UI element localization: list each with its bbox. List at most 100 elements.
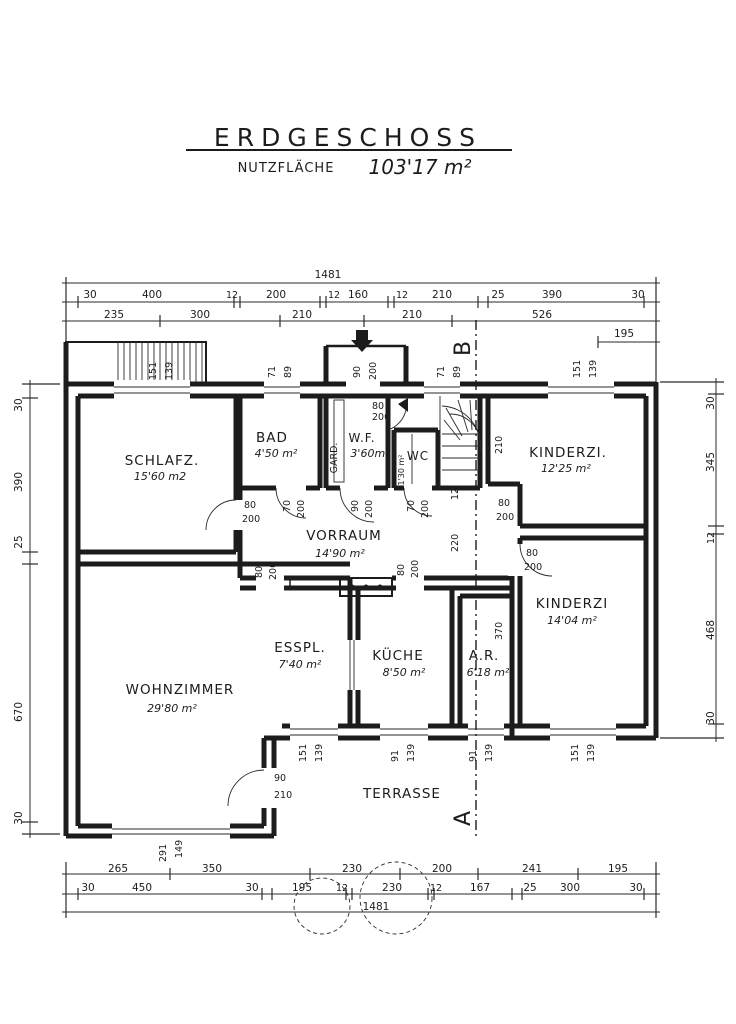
dim-bottom-r2: 195 [292, 882, 312, 894]
dim-bottom-total: 1481 [363, 901, 390, 913]
entrance-steps: 151 139 [63, 341, 207, 386]
door-height: 200 [410, 560, 421, 578]
room-name-wc: WC [407, 449, 429, 463]
door-height: 200 [524, 562, 542, 573]
opening-height: 200 [372, 412, 390, 423]
opening-width: 90 [352, 366, 363, 378]
dim-top-r1: 400 [142, 289, 162, 301]
dim-left: 670 [13, 702, 25, 722]
opening-height: 139 [314, 744, 325, 762]
opening-height: 139 [588, 360, 599, 378]
room-area-kinderzi-2: 14'04 m² [547, 614, 597, 627]
dim-top-r1: 12 [328, 290, 340, 301]
dim-top-extra: 195 [614, 328, 634, 340]
dim-right: 30 [705, 711, 717, 724]
room-area-wohnzimmer: 29'80 m² [147, 702, 197, 715]
opening-width: 151 [570, 744, 581, 762]
door-height: 210 [274, 790, 292, 801]
top-dimensions: 1481 30 400 12 200 12 160 12 210 25 390 … [62, 269, 660, 385]
kinderzi-dimension: 210 [494, 436, 505, 454]
opening-dimensions: 71 89 90 200 71 89 151 139 80 200 80 200… [158, 360, 599, 862]
dim-bottom-r2: 450 [132, 882, 152, 894]
stair-dimension: 12 [450, 488, 461, 500]
dim-bottom-r2: 12 [430, 883, 442, 894]
opening-width: 71 [436, 366, 447, 378]
section-mark-a: A [451, 811, 476, 826]
dim-top-r2: 300 [190, 309, 210, 321]
dim-left: 25 [13, 535, 25, 548]
dim-left: 30 [13, 398, 25, 411]
windows [112, 380, 616, 840]
dim-bottom-r2: 12 [336, 883, 348, 894]
door-height: 200 [420, 500, 431, 518]
door-height: 200 [242, 514, 260, 525]
vorraum-dimension: 220 [450, 534, 461, 552]
opening-height: 89 [283, 366, 294, 378]
dim-top-r1: 200 [266, 289, 286, 301]
door-height: 200 [296, 500, 307, 518]
dim-top-r2: 235 [104, 309, 124, 321]
dim-right: 468 [705, 620, 717, 640]
dim-bottom-r2: 30 [245, 882, 258, 894]
dim-right: 345 [705, 452, 717, 472]
dim-top-r2: 210 [292, 309, 312, 321]
room-name-kinderzi-2: KINDERZI [536, 596, 608, 612]
room-name-kueche: KÜCHE [372, 646, 423, 664]
door-height: 200 [364, 500, 375, 518]
dim-bottom-r1: 200 [432, 863, 452, 875]
dim-top-r1: 160 [348, 289, 368, 301]
dim-bottom-r2: 30 [629, 882, 642, 894]
dim-top-r1: 30 [631, 289, 644, 301]
room-name-schlafz: SCHLAFZ. [125, 453, 200, 469]
dim-bottom-r1: 350 [202, 863, 222, 875]
subtitle-value: 103'17 m² [369, 155, 472, 179]
dim-right: 30 [705, 396, 717, 409]
room-name-vorraum: VORRAUM [306, 528, 382, 544]
plan-title: ERDGESCHOSS [214, 123, 482, 152]
room-name-terrasse: TERRASSE [362, 786, 441, 802]
dim-top-r1: 25 [491, 289, 504, 301]
right-dimensions: 30 345 12 468 30 [660, 378, 724, 742]
opening-width: 91 [390, 750, 401, 762]
dim-bottom-r1: 195 [608, 863, 628, 875]
opening-height: 200 [368, 362, 379, 380]
dim-bottom-r1: 241 [522, 863, 542, 875]
room-labels: SCHLAFZ. 15'60 m2 BAD 4'50 m² GARD. W.F.… [125, 430, 608, 802]
opening-width: 71 [267, 366, 278, 378]
opening-width: 151 [572, 360, 583, 378]
room-area-vorraum: 14'90 m² [315, 547, 365, 560]
dim-top-r1: 210 [432, 289, 452, 301]
room-name-wf: W.F. [348, 431, 375, 445]
opening-height: 139 [164, 362, 175, 380]
door-width: 70 [282, 500, 293, 512]
opening-height: 139 [586, 744, 597, 762]
dim-bottom-r1: 230 [342, 863, 362, 875]
opening-width: 151 [298, 744, 309, 762]
door-height: 200 [496, 512, 514, 523]
room-name-esspl: ESSPL. [274, 640, 326, 656]
section-mark-b: B [451, 341, 476, 356]
door-width: 80 [254, 566, 265, 578]
opening-width: 151 [148, 362, 159, 380]
room-area-bad: 4'50 m² [255, 447, 298, 460]
room-name-gard: GARD. [329, 443, 340, 474]
door-width: 80 [396, 564, 407, 576]
section-line: B A [451, 320, 477, 840]
door-height: 200 [268, 562, 279, 580]
door-width: 90 [274, 773, 286, 784]
fixtures [289, 396, 481, 597]
door-width: 90 [350, 500, 361, 512]
opening-height: 149 [174, 840, 185, 858]
room-area-wf: 3'60m² [350, 447, 390, 460]
dim-top-r1: 30 [83, 289, 96, 301]
room-area-esspl: 7'40 m² [279, 658, 322, 671]
dim-bottom-r2: 25 [523, 882, 536, 894]
opening-height: 139 [406, 744, 417, 762]
left-dimensions: 30 390 25 670 30 [13, 380, 60, 838]
dim-bottom-r2: 167 [470, 882, 490, 894]
walls [63, 344, 659, 839]
dim-bottom-r1: 265 [108, 863, 128, 875]
room-name-kinderzi-1: KINDERZI. [529, 445, 607, 461]
room-name-wohnzimmer: WOHNZIMMER [126, 682, 235, 698]
